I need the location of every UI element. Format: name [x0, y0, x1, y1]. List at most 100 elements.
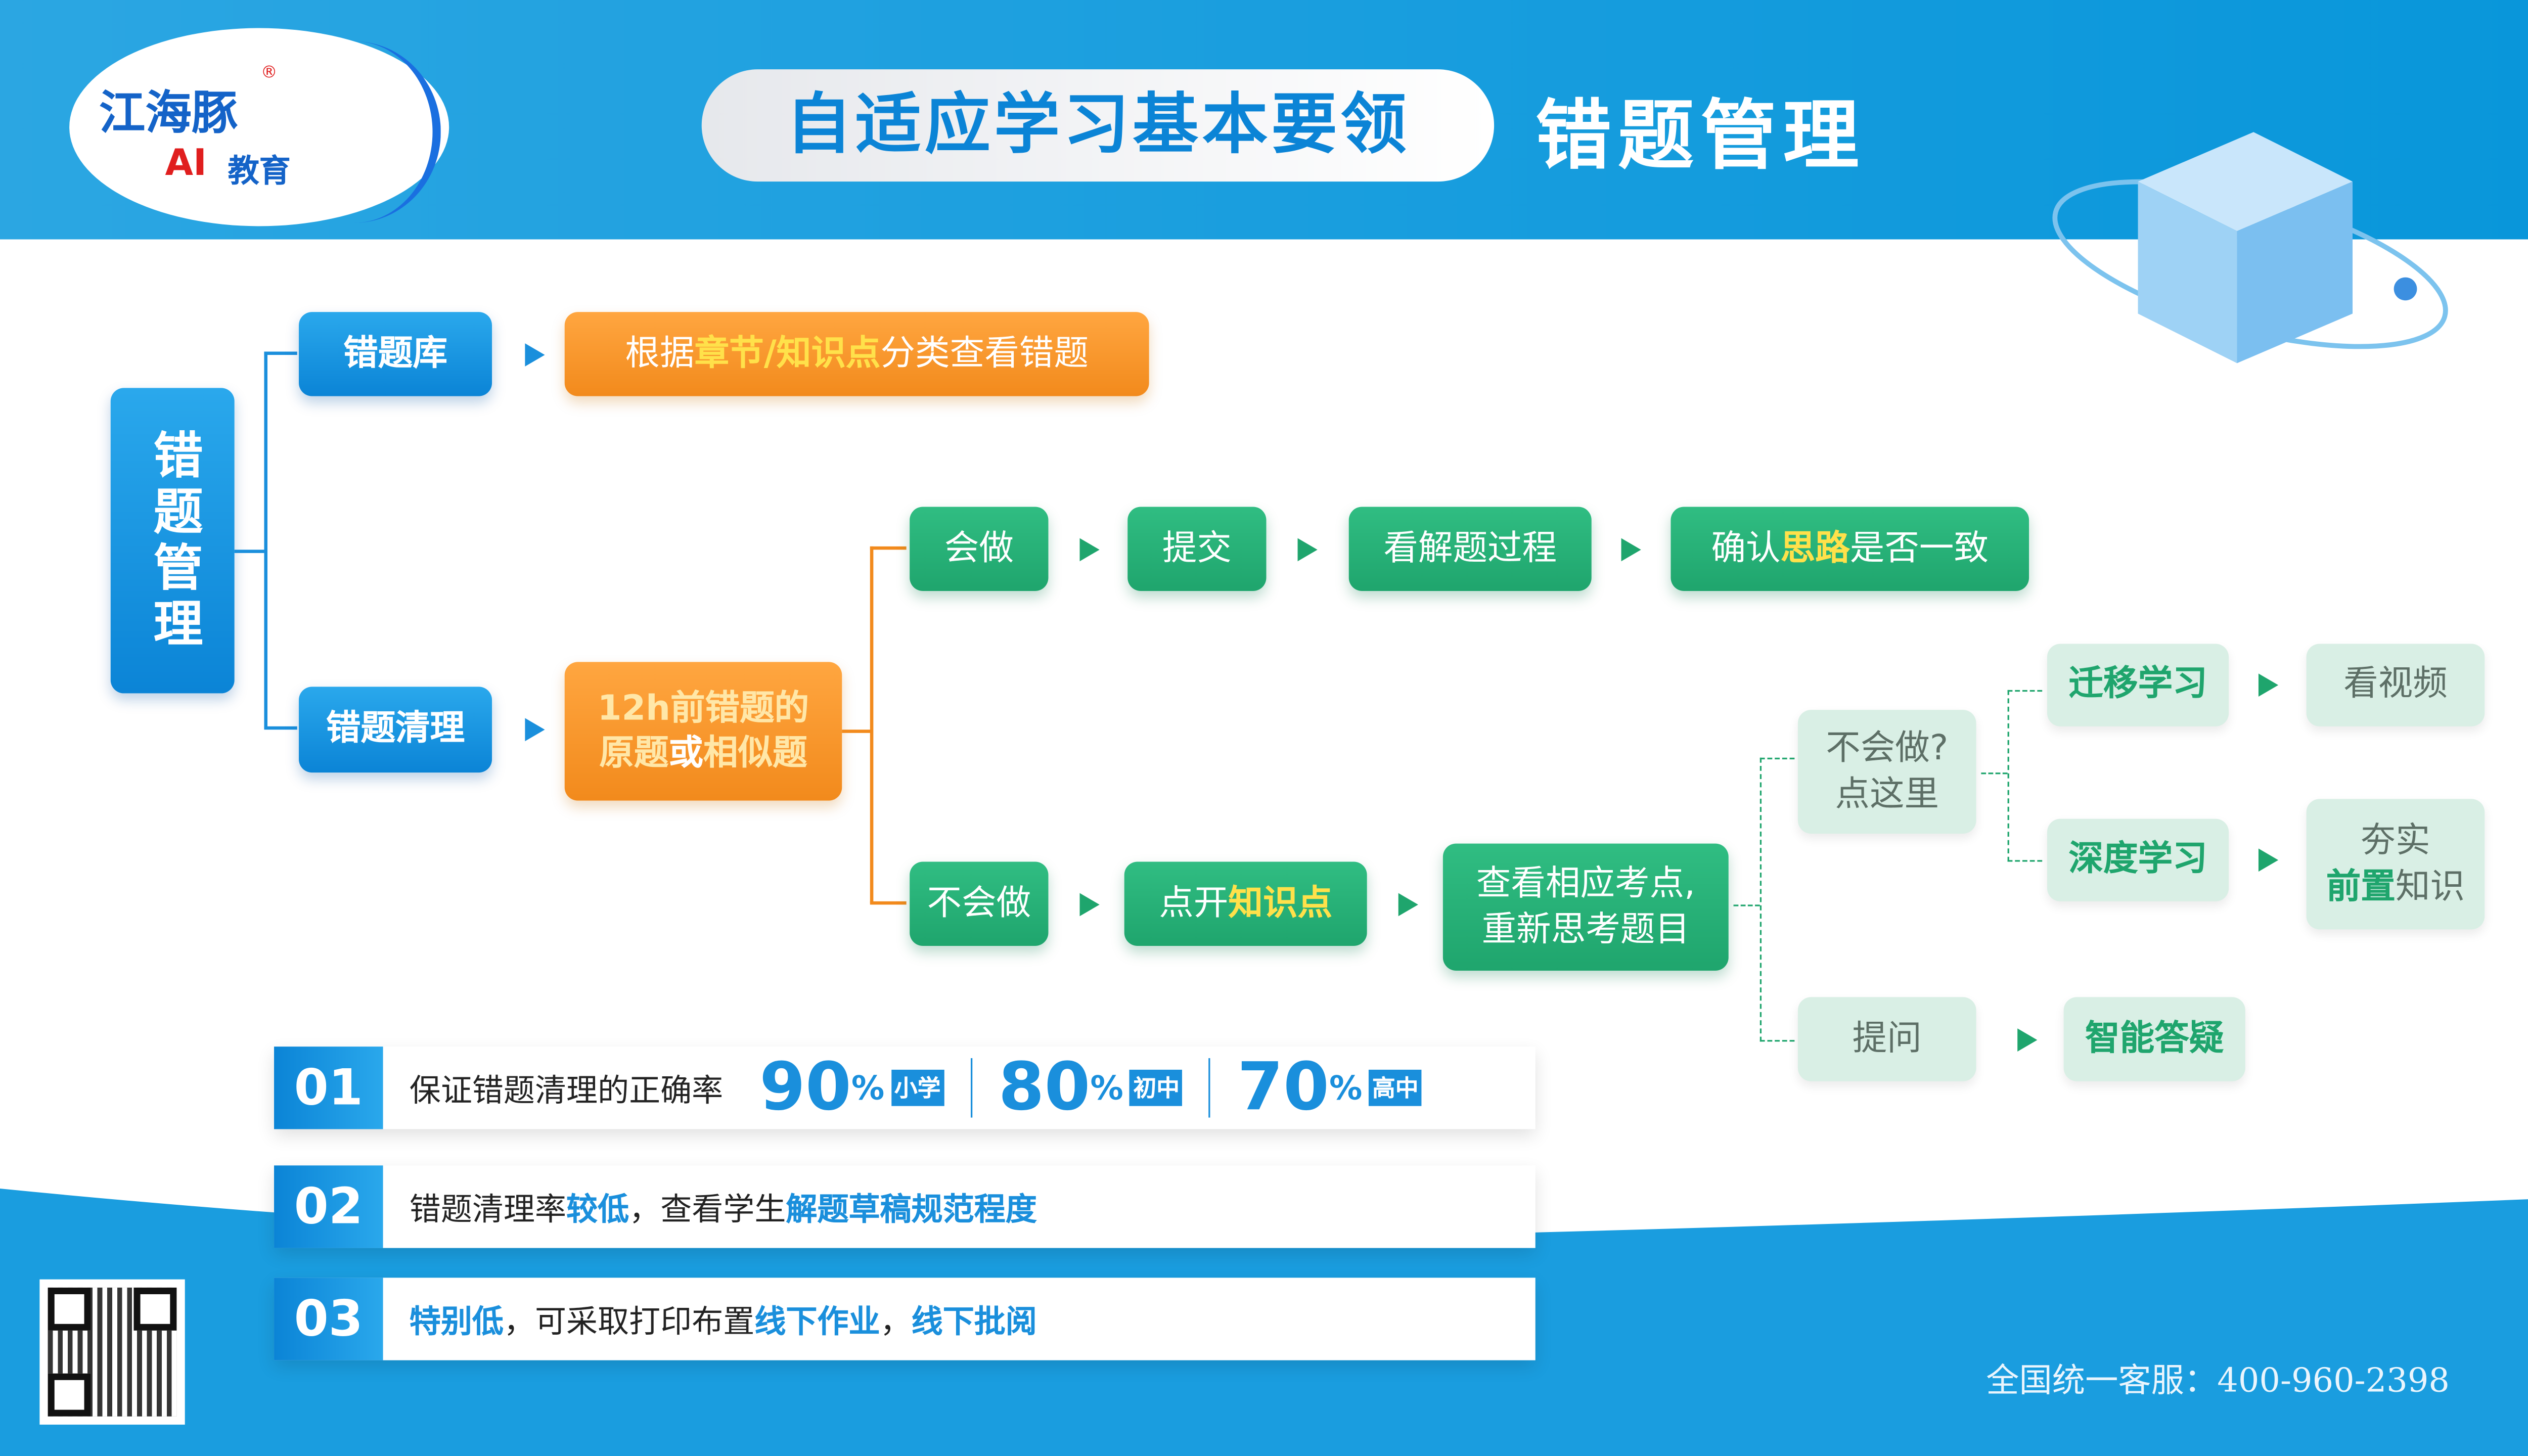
- rate-unit: %: [1329, 1068, 1363, 1108]
- branch-bracket: [870, 546, 874, 903]
- arrow-icon: [1621, 538, 1641, 562]
- text: 错题清理率: [409, 1191, 567, 1227]
- dashed-connector: [2007, 690, 2043, 862]
- logo-swoosh: [267, 41, 441, 223]
- wrong-clear-node: 错题清理: [299, 687, 492, 773]
- open-knowledge-node: 点开知识点: [1124, 861, 1367, 946]
- cannot-do-node: 不会做: [910, 861, 1049, 946]
- highlight: 思路: [1780, 528, 1850, 568]
- logo-registered-mark: ®: [260, 64, 278, 83]
- text: 点这里: [1835, 773, 1939, 813]
- bracket-top: [264, 351, 297, 355]
- submit-node: 提交: [1127, 507, 1267, 591]
- qr-finder: [48, 1287, 91, 1331]
- arrow-icon: [2258, 848, 2279, 872]
- text: 不会做?: [1826, 728, 1949, 768]
- wrong-bank-label: 错题库: [343, 333, 447, 373]
- arrow-icon: [2017, 1028, 2038, 1052]
- root-label: 错题管理: [144, 428, 202, 653]
- hotline-text: 全国统一客服：400-960-2398: [1986, 1360, 2450, 1400]
- arrow-icon: [1079, 538, 1100, 562]
- root-node: 错题管理: [110, 388, 235, 694]
- bracket-bottom: [870, 901, 907, 905]
- label: 智能答疑: [2085, 1018, 2224, 1058]
- solid-foundation-node: 夯实 前置知识: [2306, 799, 2485, 930]
- text: 重新思考题目: [1481, 908, 1690, 948]
- text: 相似题: [703, 733, 807, 773]
- arrow-icon: [1297, 538, 1318, 562]
- text: ，: [880, 1303, 912, 1340]
- subtitle-pill: 自适应学习基本要领: [701, 69, 1495, 182]
- text: 或: [668, 733, 704, 773]
- text: 原题: [599, 733, 669, 773]
- click-here-node[interactable]: 不会做? 点这里: [1797, 710, 1976, 834]
- bracket-top: [870, 546, 907, 550]
- watch-video-node: 看视频: [2306, 644, 2485, 726]
- text: ，查看学生: [629, 1191, 786, 1227]
- point-text: 保证错题清理的正确率: [409, 1072, 724, 1109]
- text: 是否一致: [1849, 528, 1989, 568]
- highlight-knowledge: 知识点: [776, 333, 881, 373]
- highlight: 解题草稿规范程度: [786, 1191, 1037, 1227]
- wrong-bank-desc: 根据章节/知识点分类查看错题: [564, 312, 1149, 396]
- dashed-connector: [1733, 904, 1760, 906]
- text: 查看相应考点,: [1476, 863, 1695, 903]
- rate-value: 70: [1237, 1050, 1329, 1126]
- rate-value: 90: [759, 1050, 851, 1126]
- point-row-01: 01 保证错题清理的正确率 90%小学 80%初中 70%高中: [274, 1046, 1536, 1129]
- arrow-icon: [1079, 893, 1100, 917]
- logo-ai-text: AI: [165, 144, 207, 185]
- rate-unit: %: [1090, 1068, 1123, 1108]
- text: 知识: [2395, 866, 2465, 906]
- qr-finder: [133, 1287, 177, 1331]
- label: 不会做: [927, 883, 1031, 923]
- highlight: 线下作业: [754, 1303, 880, 1340]
- page-title: 错题管理: [1535, 90, 1866, 180]
- can-do-node: 会做: [910, 507, 1049, 591]
- confirm-thinking-node: 确认思路是否一致: [1671, 507, 2029, 591]
- root-bracket: [264, 351, 267, 728]
- point-row-02: 02 错题清理率较低，查看学生解题草稿规范程度: [274, 1165, 1536, 1248]
- highlight: 线下批阅: [911, 1303, 1037, 1340]
- qr-code-icon[interactable]: [39, 1279, 185, 1425]
- highlight: 特别低: [409, 1303, 504, 1340]
- text: /: [763, 333, 777, 373]
- label: 提问: [1852, 1018, 1922, 1058]
- qr-finder: [48, 1373, 91, 1417]
- label: 会做: [944, 528, 1014, 568]
- arrow-icon: [2258, 673, 2279, 697]
- highlight-chapter: 章节: [694, 333, 764, 373]
- smart-answer-node: 智能答疑: [2063, 997, 2245, 1081]
- branch-connector: [842, 730, 872, 733]
- subtitle-text: 自适应学习基本要领: [786, 87, 1410, 164]
- point-number: 01: [274, 1046, 383, 1129]
- text: 确认: [1711, 528, 1781, 568]
- point-row-03: 03 特别低，可采取打印布置线下作业，线下批阅: [274, 1278, 1536, 1360]
- label: 看视频: [2343, 664, 2448, 704]
- level-tag: 小学: [891, 1069, 944, 1106]
- text: 分类查看错题: [880, 333, 1089, 373]
- point-number: 03: [274, 1278, 383, 1360]
- arrow-icon: [1398, 893, 1418, 917]
- text: 12h前错题的: [597, 688, 809, 728]
- wrong-clear-desc: 12h前错题的 原题或相似题: [564, 662, 842, 801]
- text: ，可采取打印布置: [503, 1303, 755, 1340]
- root-connector: [234, 550, 264, 553]
- dashed-connector: [1981, 772, 2008, 775]
- text: 根据: [625, 333, 695, 373]
- label: 深度学习: [2068, 839, 2207, 879]
- arrow-icon: [525, 343, 545, 367]
- logo-brand-name: 江海豚: [99, 85, 238, 141]
- arrow-icon: [525, 718, 545, 742]
- text: 点开: [1159, 883, 1229, 923]
- logo-edu-text: 教育: [228, 153, 291, 190]
- label: 提交: [1162, 528, 1232, 568]
- wrong-bank-node: 错题库: [299, 312, 492, 396]
- logo: 江海豚 ® AI 教育: [69, 28, 449, 226]
- deep-learning-node: 深度学习: [2047, 818, 2229, 901]
- highlight: 较低: [566, 1191, 629, 1227]
- ask-node[interactable]: 提问: [1797, 997, 1976, 1081]
- transfer-learning-node: 迁移学习: [2047, 644, 2229, 726]
- dashed-connector: [1759, 757, 1795, 1042]
- divider: [970, 1058, 972, 1118]
